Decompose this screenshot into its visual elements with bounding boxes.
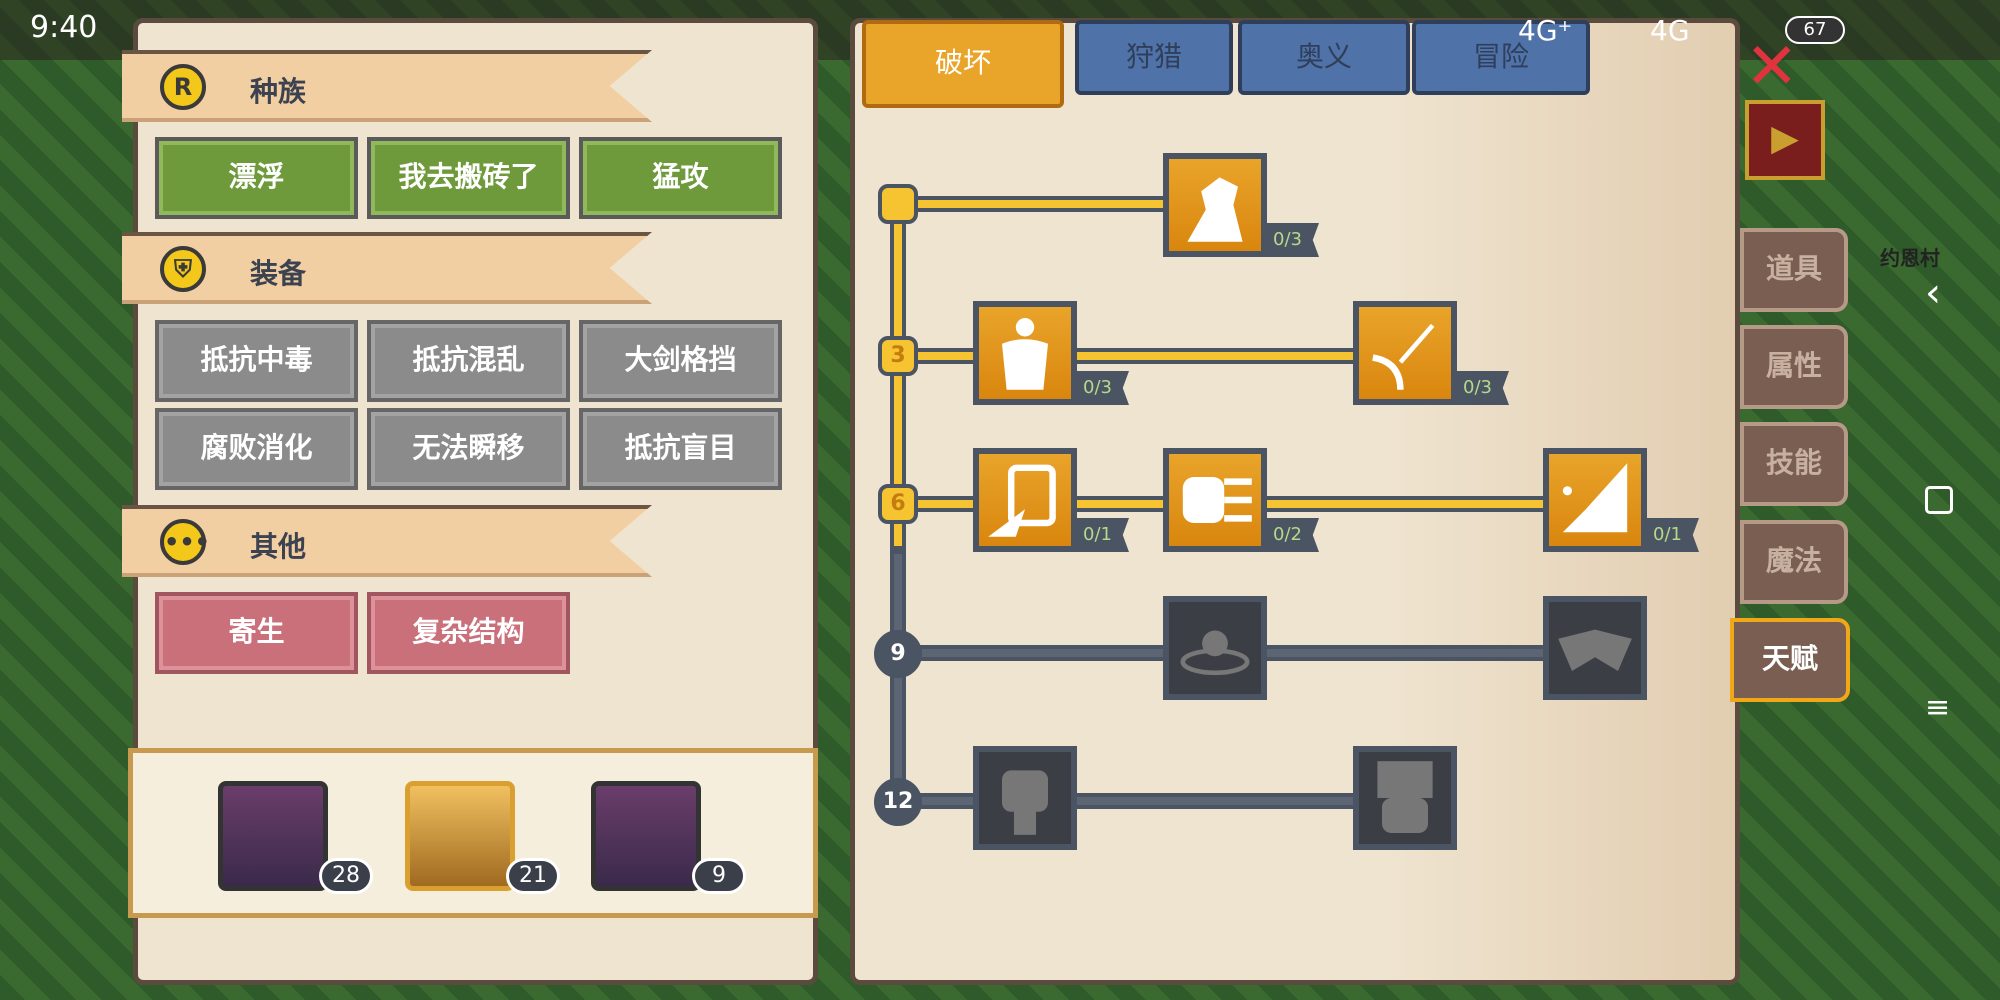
talent-node[interactable]: 0/3 <box>973 301 1129 405</box>
signal-4g-plus: 4G⁺ <box>1518 14 1573 47</box>
talent-node-locked[interactable] <box>1543 596 1647 700</box>
armor-icon: ⛨ <box>160 246 206 292</box>
tab-adventure[interactable]: 冒险 <box>1412 20 1590 95</box>
close-icon[interactable]: ✕ <box>1745 30 1799 104</box>
race-icon: R <box>160 64 206 110</box>
talent-count: 0/1 <box>1647 518 1699 552</box>
side-tab-attributes[interactable]: 属性 <box>1740 325 1848 409</box>
level-badge: 21 <box>506 858 560 894</box>
talent-count: 0/3 <box>1267 223 1319 257</box>
section-race-header: R 种族 <box>122 50 652 122</box>
section-title: 种族 <box>250 75 307 108</box>
trait-button[interactable]: 大剑格挡 <box>579 320 782 402</box>
signal-4g: 4G <box>1650 14 1690 47</box>
trait-button[interactable]: 无法瞬移 <box>367 408 570 490</box>
tree-branch <box>900 793 1360 809</box>
arrow-icon <box>1372 323 1435 390</box>
talent-count: 0/3 <box>1077 371 1129 405</box>
talent-node[interactable]: 0/1 <box>973 448 1129 552</box>
trait-button[interactable]: 复杂结构 <box>367 592 570 674</box>
shield-break-icon <box>988 464 1056 537</box>
trait-button[interactable]: 寄生 <box>155 592 358 674</box>
bat-wings-icon <box>1558 629 1632 671</box>
map-location-label: 约恩村 <box>1880 246 1940 270</box>
talent-node-locked[interactable] <box>973 746 1077 850</box>
side-tab-items[interactable]: 道具 <box>1740 228 1848 312</box>
tree-branch <box>900 348 1360 364</box>
character-selector: 28 21 9 <box>128 748 818 918</box>
character-portrait[interactable]: 28 <box>218 781 373 894</box>
row-level-marker: 9 <box>874 630 922 678</box>
side-tab-talent[interactable]: 天赋 <box>1730 618 1850 702</box>
talent-count: 0/2 <box>1267 518 1319 552</box>
row-level-marker: 6 <box>878 484 918 524</box>
talent-node-locked[interactable] <box>1353 746 1457 850</box>
tab-hunt[interactable]: 狩猎 <box>1075 20 1233 95</box>
talent-node[interactable]: 0/3 <box>1353 301 1509 405</box>
tab-mystery[interactable]: 奥义 <box>1238 20 1410 95</box>
splash-strike-icon <box>1562 463 1628 533</box>
gauntlet-icon <box>1377 761 1433 833</box>
tree-branch <box>900 196 1170 212</box>
play-icon[interactable]: ▶ <box>1745 100 1825 180</box>
section-other-header: ••• 其他 <box>122 505 652 577</box>
arm-wrestle-icon <box>1187 177 1243 242</box>
talent-node[interactable]: 0/3 <box>1163 153 1319 257</box>
menu-nav-icon[interactable]: ≡ <box>1925 690 1951 725</box>
talent-count: 0/3 <box>1457 371 1509 405</box>
raised-fist-icon <box>1002 770 1048 835</box>
back-nav-icon[interactable]: ‹ <box>1925 270 1941 316</box>
talent-node-locked[interactable] <box>1163 596 1267 700</box>
row-level-marker: 12 <box>874 778 922 826</box>
body-icon <box>1002 318 1048 390</box>
talent-count: 0/1 <box>1077 518 1129 552</box>
side-tab-skills[interactable]: 技能 <box>1740 422 1848 506</box>
trait-button[interactable]: 漂浮 <box>155 137 358 219</box>
tree-root-marker <box>878 184 918 224</box>
talent-node[interactable]: 0/2 <box>1163 448 1319 552</box>
ripple-icon <box>1180 630 1250 676</box>
trait-button[interactable]: 猛攻 <box>579 137 782 219</box>
level-badge: 9 <box>692 858 746 894</box>
character-portrait-selected[interactable]: 21 <box>405 781 560 894</box>
trait-button[interactable]: 我去搬砖了 <box>367 137 570 219</box>
tab-destroy[interactable]: 破坏 <box>862 20 1064 108</box>
section-title: 其他 <box>250 530 307 563</box>
section-equipment-header: ⛨ 装备 <box>122 232 652 304</box>
row-level-marker: 3 <box>878 336 918 376</box>
fist-punch-icon <box>1182 477 1252 523</box>
trait-button[interactable]: 抵抗混乱 <box>367 320 570 402</box>
trait-button[interactable]: 抵抗盲目 <box>579 408 782 490</box>
home-nav-icon[interactable] <box>1925 486 1953 514</box>
trait-button[interactable]: 抵抗中毒 <box>155 320 358 402</box>
side-tab-magic[interactable]: 魔法 <box>1740 520 1848 604</box>
battery-indicator: 67 <box>1785 16 1845 44</box>
other-icon: ••• <box>160 519 210 565</box>
section-title: 装备 <box>250 257 307 290</box>
trait-button[interactable]: 腐败消化 <box>155 408 358 490</box>
talent-node[interactable]: 0/1 <box>1543 448 1699 552</box>
status-time: 9:40 <box>30 10 98 45</box>
character-portrait[interactable]: 9 <box>591 781 746 894</box>
level-badge: 28 <box>319 858 373 894</box>
